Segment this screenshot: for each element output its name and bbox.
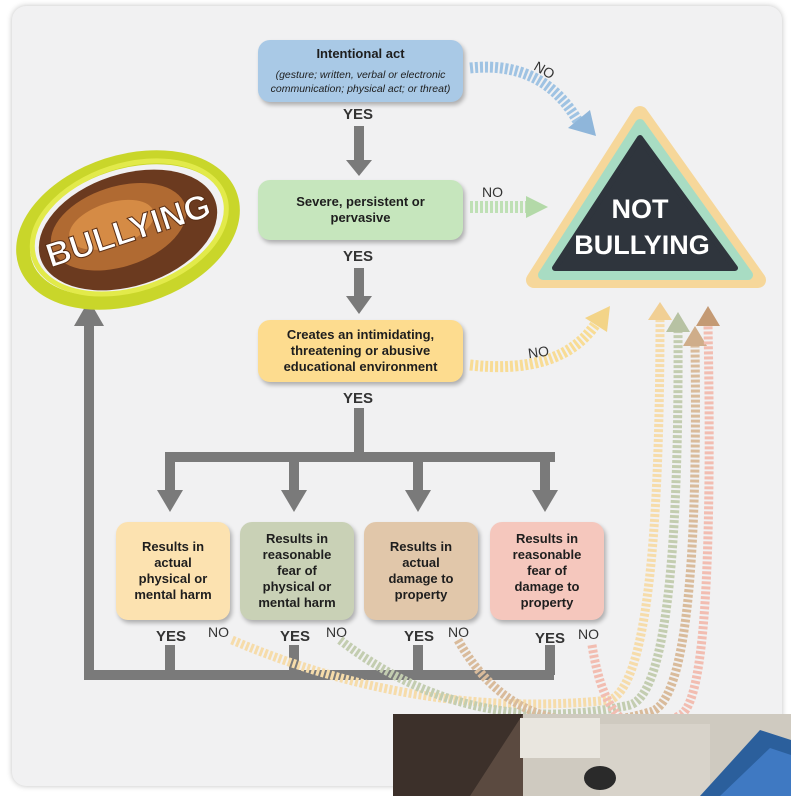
creates-environment-text: Creates an intimidating, threatening or … <box>283 327 438 374</box>
outcome-text-physical-harm: Results in actual physical or mental har… <box>134 539 212 602</box>
no-arrow-intentional <box>469 61 596 136</box>
outcome-text-fear-harm: Results in reasonable fear of physical o… <box>258 531 336 610</box>
no-label-severe: NO <box>482 184 503 200</box>
creates-environment-box: Creates an intimidating, threatening or … <box>258 320 463 382</box>
no-label-outcome-1: NO <box>208 624 229 640</box>
yes-arrow-2 <box>346 268 372 314</box>
yes-label-outcome-2: YES <box>280 628 311 645</box>
classroom-photo <box>393 714 791 796</box>
yes-branch-connector <box>157 408 558 512</box>
no-arrow-creates <box>469 306 610 373</box>
yes-label-outcome-1: YES <box>156 628 187 645</box>
no-arrow-severe <box>470 196 548 218</box>
not-bullying-line1: NOT <box>612 194 670 224</box>
not-bullying-line2: BULLYING <box>574 230 710 260</box>
no-label-creates: NO <box>526 342 551 362</box>
no-label-outcome-2: NO <box>326 624 347 640</box>
no-label-outcome-4: NO <box>578 626 599 642</box>
yes-label-2: YES <box>343 248 374 265</box>
yes-label-3: YES <box>343 390 374 407</box>
yes-label-1: YES <box>343 106 374 123</box>
bullying-badge: BULLYING <box>16 150 240 310</box>
intentional-act-box: Intentional act (gesture; written, verba… <box>258 40 463 102</box>
outcome-box-fear-harm: Results in reasonable fear of physical o… <box>240 522 354 620</box>
yes-label-outcome-4: YES <box>535 630 566 647</box>
no-label-outcome-3: NO <box>448 624 469 640</box>
intentional-act-title: Intentional act <box>316 46 405 61</box>
severe-box: Severe, persistent or pervasive <box>258 180 463 240</box>
not-bullying-sign: NOT BULLYING <box>526 106 766 288</box>
outcome-box-property-damage: Results in actual damage to property <box>364 522 478 620</box>
outcome-text-fear-property: Results in reasonable fear of damage to … <box>512 531 582 610</box>
yes-label-outcome-3: YES <box>404 628 435 645</box>
outcome-box-physical-harm: Results in actual physical or mental har… <box>116 522 230 620</box>
outcome-text-property-damage: Results in actual damage to property <box>388 539 454 602</box>
no-arrows-outcomes <box>230 302 720 733</box>
outcome-box-fear-property: Results in reasonable fear of damage to … <box>490 522 604 620</box>
yes-arrow-1 <box>346 126 372 176</box>
severe-text: Severe, persistent or pervasive <box>296 194 425 225</box>
intentional-act-subtitle: (gesture; written, verbal or electronic … <box>270 69 451 95</box>
